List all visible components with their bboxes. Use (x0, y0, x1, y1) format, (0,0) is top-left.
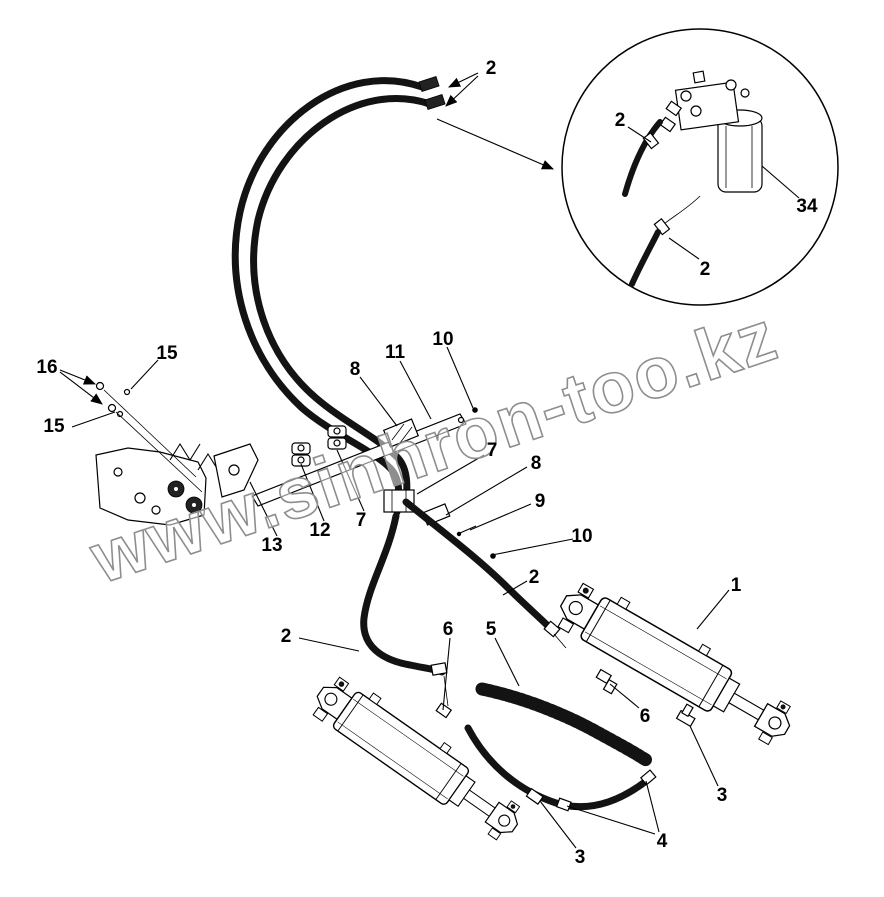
spiral-guard-hose-5 (475, 682, 653, 767)
callout-34-detail: 34 (796, 196, 818, 217)
screw-16-b (107, 403, 117, 413)
callout-4-clamps: 4 (657, 831, 668, 852)
washer-15-a (123, 388, 131, 396)
fitting-3-left (525, 787, 544, 805)
callout-10-upper: 10 (432, 329, 453, 350)
callout-15-upper: 15 (156, 343, 178, 364)
callout-2-top-hoses: 2 (486, 58, 497, 79)
callout-7-left: 7 (356, 510, 367, 531)
hose-bottom (464, 724, 654, 811)
callout-8-upper: 8 (350, 359, 361, 380)
bolt-9 (459, 525, 477, 534)
callout-2-detail-left: 2 (615, 110, 626, 131)
hose-end-fitting-1 (418, 75, 440, 93)
callout-2-detail-bottom: 2 (700, 259, 711, 280)
hose-clamp-12 (291, 442, 311, 467)
callout-12: 12 (309, 520, 330, 541)
clamp-4-a (555, 797, 572, 812)
valve-canister (717, 109, 763, 193)
fittings-group (435, 668, 696, 812)
hose-bundle-top (231, 75, 446, 516)
callout-2-hose-left: 2 (281, 626, 292, 647)
callout-labels: 2 2 34 2 16 15 15 8 11 10 7 8 9 10 13 12… (36, 58, 818, 868)
clamp-group-middle (251, 407, 496, 559)
hose-clamp-7-left (327, 425, 347, 450)
callout-11: 11 (385, 342, 406, 363)
detail-hose-lower (629, 229, 661, 287)
clamp-4-b (639, 769, 657, 786)
detail-hose-upper (622, 119, 663, 197)
detail-view-circle (561, 28, 839, 306)
leader-lines (59, 72, 800, 849)
valve-block (659, 70, 750, 133)
callout-1-cylinder: 1 (731, 575, 742, 596)
callout-7-right: 7 (487, 440, 498, 461)
washer-15-b (116, 410, 124, 418)
hose-2-right (402, 498, 552, 630)
hose-group-lower (360, 498, 654, 811)
callout-3-right: 3 (717, 785, 728, 806)
hose-end-fitting-2 (424, 93, 446, 111)
hose-2-left (360, 512, 446, 676)
detail-fitting-upper (642, 131, 660, 150)
callout-2-hose-right: 2 (529, 567, 540, 588)
callout-10-lower: 10 (571, 526, 592, 547)
mounting-plate-assembly (95, 381, 259, 526)
callout-15-lower: 15 (43, 416, 65, 437)
callout-9: 9 (535, 491, 546, 512)
callout-3-left: 3 (575, 847, 586, 868)
callout-16: 16 (36, 357, 57, 378)
nut-10-upper (472, 407, 478, 413)
fitting-6-left (435, 702, 453, 719)
callout-6-right: 6 (640, 706, 651, 727)
callout-8-lower: 8 (531, 453, 542, 474)
callout-6-left: 6 (443, 619, 454, 640)
screw-16-a (95, 381, 105, 391)
callout-5-guard: 5 (486, 619, 497, 640)
callout-13: 13 (261, 535, 282, 556)
